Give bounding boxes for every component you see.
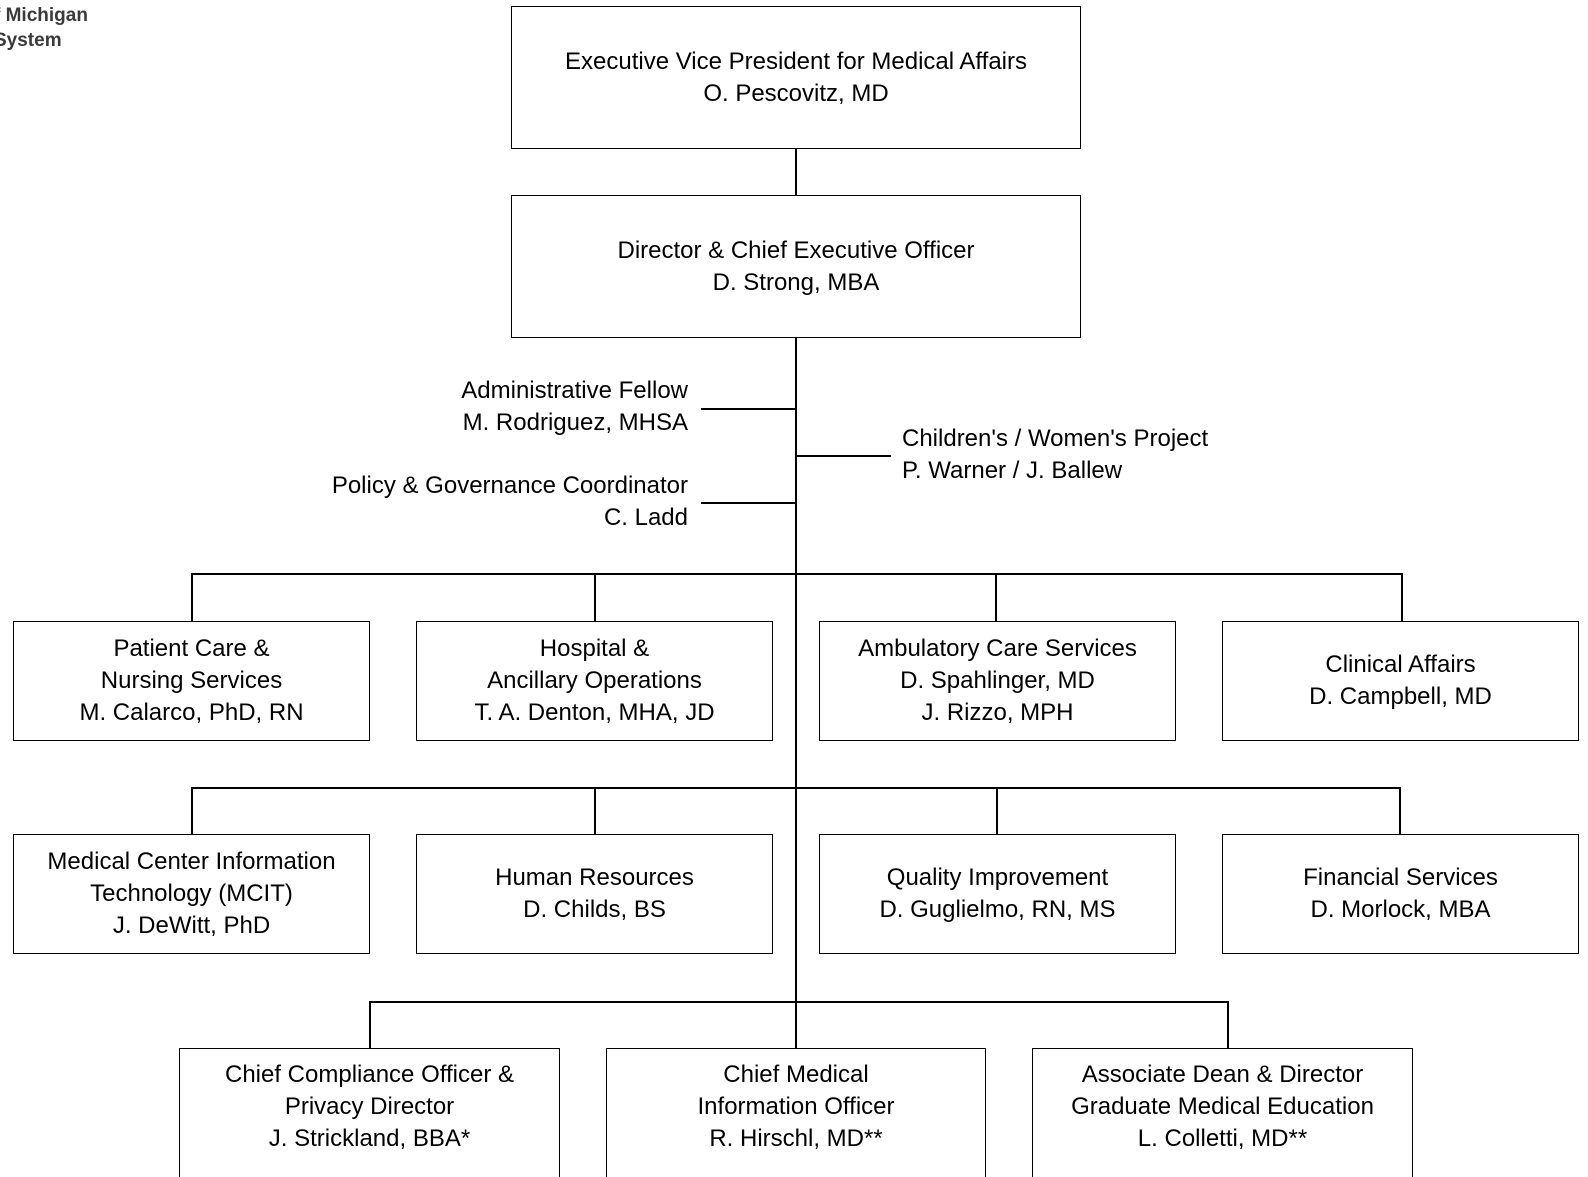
- director-ceo-box: Director & Chief Executive Officer D. St…: [511, 195, 1081, 338]
- evp-medical-affairs-box: Executive Vice President for Medical Aff…: [511, 6, 1081, 149]
- graduate-medical-education-box: Associate Dean & Director Graduate Medic…: [1032, 1048, 1413, 1177]
- row1-drop-3: [995, 573, 997, 622]
- connector-project: [796, 455, 891, 457]
- box-line: J. Rizzo, MPH: [921, 699, 1074, 726]
- box-line: J. DeWitt, PhD: [112, 912, 271, 939]
- box-line: Hospital &: [539, 635, 650, 662]
- box-line: Nursing Services: [100, 667, 283, 694]
- policy-coordinator-name: C. Ladd: [603, 504, 688, 531]
- row1-drop-4: [1401, 573, 1403, 622]
- evp-name: O. Pescovitz, MD: [703, 79, 889, 107]
- clinical-affairs-box: Clinical Affairs D. Campbell, MD: [1222, 621, 1579, 741]
- admin-fellow-title: Administrative Fellow: [461, 377, 688, 404]
- box-line: Technology (MCIT): [90, 880, 293, 907]
- compliance-privacy-box: Chief Compliance Officer & Privacy Direc…: [179, 1048, 560, 1177]
- policy-coordinator-label: Policy & Governance Coordinator C. Ladd: [332, 470, 688, 534]
- box-line: Medical Center Information: [47, 848, 336, 875]
- admin-fellow-name: M. Rodriguez, MHSA: [462, 409, 688, 436]
- ceo-title: Director & Chief Executive Officer: [617, 236, 975, 264]
- box-line: D. Campbell, MD: [1309, 683, 1492, 710]
- admin-fellow-label: Administrative Fellow M. Rodriguez, MHSA: [461, 375, 688, 439]
- childrens-womens-project-label: Children's / Women's Project P. Warner /…: [902, 423, 1208, 487]
- box-line: T. A. Denton, MHA, JD: [474, 699, 715, 726]
- logo-line-1: f Michigan: [0, 5, 88, 26]
- project-title: Children's / Women's Project: [902, 425, 1209, 452]
- box-line: M. Calarco, PhD, RN: [79, 699, 304, 726]
- ceo-name: D. Strong, MBA: [712, 268, 880, 296]
- box-line: D. Spahlinger, MD: [900, 667, 1095, 694]
- row2-drop-3: [996, 787, 998, 835]
- mcit-box: Medical Center Information Technology (M…: [13, 834, 370, 954]
- box-line: D. Guglielmo, RN, MS: [879, 896, 1116, 923]
- box-line: R. Hirschl, MD**: [709, 1125, 883, 1152]
- university-logo: f Michigan System: [0, 3, 88, 53]
- box-line: Chief Medical: [723, 1061, 869, 1088]
- row2-drop-2: [594, 787, 596, 835]
- box-line: Ambulatory Care Services: [858, 635, 1137, 662]
- row2-drop-4: [1399, 787, 1401, 835]
- financial-services-box: Financial Services D. Morlock, MBA: [1222, 834, 1579, 954]
- row2-drop-1: [191, 787, 193, 835]
- policy-coordinator-title: Policy & Governance Coordinator: [331, 472, 688, 499]
- box-line: Information Officer: [697, 1093, 895, 1120]
- row1-drop-2: [594, 573, 596, 622]
- row3-drop-3: [1227, 1001, 1229, 1049]
- box-line: Associate Dean & Director: [1081, 1061, 1364, 1088]
- row1-drop-1: [191, 573, 193, 622]
- box-line: Graduate Medical Education: [1071, 1093, 1374, 1120]
- box-line: J. Strickland, BBA*: [268, 1125, 471, 1152]
- quality-improvement-box: Quality Improvement D. Guglielmo, RN, MS: [819, 834, 1176, 954]
- hospital-ancillary-box: Hospital & Ancillary Operations T. A. De…: [416, 621, 773, 741]
- main-trunk: [795, 337, 797, 1049]
- logo-line-2: System: [0, 30, 62, 51]
- box-line: D. Morlock, MBA: [1310, 896, 1491, 923]
- connector-fellow: [701, 408, 796, 410]
- box-line: Clinical Affairs: [1325, 651, 1476, 678]
- patient-care-nursing-box: Patient Care & Nursing Services M. Calar…: [13, 621, 370, 741]
- box-line: Privacy Director: [284, 1093, 455, 1120]
- row2-bus: [191, 787, 1401, 789]
- box-line: L. Colletti, MD**: [1137, 1125, 1308, 1152]
- box-line: D. Childs, BS: [523, 896, 666, 923]
- project-name: P. Warner / J. Ballew: [902, 457, 1123, 484]
- box-line: Human Resources: [495, 864, 694, 891]
- row1-bus: [191, 573, 1403, 575]
- connector-policy: [701, 502, 796, 504]
- ambulatory-care-box: Ambulatory Care Services D. Spahlinger, …: [819, 621, 1176, 741]
- box-line: Financial Services: [1303, 864, 1498, 891]
- row3-bus: [369, 1001, 1229, 1003]
- connector-top-ceo: [795, 148, 797, 196]
- row3-drop-1: [369, 1001, 371, 1049]
- box-line: Patient Care &: [113, 635, 270, 662]
- chief-medical-information-box: Chief Medical Information Officer R. Hir…: [606, 1048, 986, 1177]
- human-resources-box: Human Resources D. Childs, BS: [416, 834, 773, 954]
- box-line: Ancillary Operations: [487, 667, 702, 694]
- box-line: Chief Compliance Officer &: [224, 1061, 514, 1088]
- box-line: Quality Improvement: [886, 864, 1109, 891]
- evp-title: Executive Vice President for Medical Aff…: [565, 47, 1027, 75]
